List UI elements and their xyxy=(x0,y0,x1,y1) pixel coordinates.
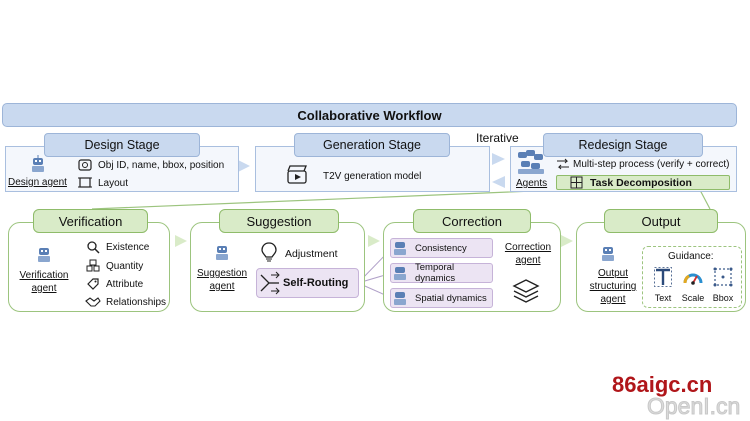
generation-stage-title: Generation Stage xyxy=(323,138,421,152)
self-routing-icon xyxy=(260,271,280,295)
verification-agent-line2: agent xyxy=(31,283,57,294)
arrow-design-to-generation xyxy=(238,160,250,172)
camera-target-icon xyxy=(78,159,92,171)
suggestion-agent-robot-icon xyxy=(216,246,228,260)
scale-gauge-icon xyxy=(683,273,703,285)
verification-tab: Verification xyxy=(33,209,148,233)
correction-item-temporal: Temporal dynamics xyxy=(390,262,493,284)
verification-title: Verification xyxy=(58,213,123,229)
generation-stage-tab: Generation Stage xyxy=(294,133,450,157)
spatial-dynamics-label: Spatial dynamics xyxy=(415,292,487,304)
self-routing-box xyxy=(256,268,359,298)
multi-step-icon xyxy=(557,158,569,170)
attribute-tag-icon xyxy=(87,278,99,290)
consistency-label: Consistency xyxy=(415,242,467,254)
suggestion-box xyxy=(190,222,365,312)
agents-group-robot-icon xyxy=(518,150,544,174)
spatial-robot-icon xyxy=(394,292,406,305)
workflow-title: Collaborative Workflow xyxy=(297,107,442,123)
temporal-dynamics-label: Temporal dynamics xyxy=(415,262,456,284)
adjustment-lightbulb-icon xyxy=(261,242,277,262)
workflow-banner: Collaborative Workflow xyxy=(2,103,737,127)
watermark-86aigc: 86aigc.cn xyxy=(612,372,713,397)
correction-item-consistency: Consistency xyxy=(390,238,493,258)
output-tab: Output xyxy=(604,209,718,233)
suggestion-tab: Suggestion xyxy=(219,209,339,233)
layout-frame-icon xyxy=(78,177,92,188)
task-decomposition-icon xyxy=(570,176,583,189)
design-stage-title: Design Stage xyxy=(84,138,160,152)
design-item-layout: Layout xyxy=(98,178,129,189)
suggestion-agent-line2: agent xyxy=(209,281,235,292)
arrow-redesign-to-generation xyxy=(492,176,505,188)
design-item-objid: Obj ID, name, bbox, position xyxy=(98,160,225,171)
correction-agent-line2: agent xyxy=(515,255,541,266)
design-stage-tab: Design Stage xyxy=(44,133,200,157)
task-decomposition-label: Task Decomposition xyxy=(590,177,692,189)
output-agent-robot-icon xyxy=(602,247,614,261)
temporal-robot-icon xyxy=(394,267,406,280)
verification-agent-line1: Verification xyxy=(19,270,69,281)
arrow-suggestion-to-correction xyxy=(368,235,380,247)
correction-tab: Correction xyxy=(413,209,531,233)
arrow-correction-to-output xyxy=(561,235,573,247)
verification-item-relationships: Relationships xyxy=(106,297,167,308)
output-title: Output xyxy=(641,213,681,229)
redesign-stage-tab: Redesign Stage xyxy=(543,133,703,157)
text-icon xyxy=(654,267,672,287)
guidance-item-scale: Scale xyxy=(681,293,705,303)
verification-item-quantity: Quantity xyxy=(106,261,144,272)
adjustment-label: Adjustment xyxy=(285,248,338,260)
existence-search-icon xyxy=(87,241,100,254)
agents-label: Agents xyxy=(516,178,548,189)
guidance-item-text: Text xyxy=(654,293,672,303)
task-decomposition-box xyxy=(556,175,730,190)
suggestion-title: Suggestion xyxy=(246,213,312,229)
arrow-generation-to-redesign xyxy=(492,153,505,165)
verification-agent-robot-icon xyxy=(38,248,50,262)
relationships-handshake-icon xyxy=(85,297,101,307)
redesign-stage-title: Redesign Stage xyxy=(578,138,668,152)
design-agent-robot-icon xyxy=(32,155,44,172)
correction-title: Correction xyxy=(442,213,502,229)
suggestion-agent-line1: Suggestion xyxy=(196,268,248,279)
connector-task-left xyxy=(91,189,559,210)
arrow-verification-to-suggestion xyxy=(175,235,187,247)
guidance-item-bbox: Bbox xyxy=(712,293,734,303)
connector-task-right xyxy=(699,189,711,210)
correction-agent-line1: Correction xyxy=(504,242,552,253)
video-clapper-icon xyxy=(287,165,307,184)
watermark-openi: OpenI.cn xyxy=(646,393,741,420)
self-routing-label: Self-Routing xyxy=(283,277,349,289)
consistency-robot-icon xyxy=(394,242,406,255)
iterative-label: Iterative xyxy=(476,131,519,145)
layers-icon xyxy=(512,279,540,303)
multi-step-label: Multi-step process (verify + correct) xyxy=(573,159,730,170)
t2v-model-label: T2V generation model xyxy=(323,171,422,182)
bbox-icon xyxy=(713,267,733,287)
correction-item-spatial: Spatial dynamics xyxy=(390,288,493,308)
guidance-label: Guidance: xyxy=(668,251,714,262)
design-agent-label: Design agent xyxy=(8,177,67,188)
output-agent-line3: agent xyxy=(600,294,626,305)
verification-item-existence: Existence xyxy=(106,242,150,253)
quantity-stack-icon xyxy=(86,259,100,272)
output-agent-line2: structuring xyxy=(589,281,637,292)
guidance-box xyxy=(642,246,742,308)
verification-item-attribute: Attribute xyxy=(106,279,144,290)
output-agent-line1: Output xyxy=(597,268,629,279)
